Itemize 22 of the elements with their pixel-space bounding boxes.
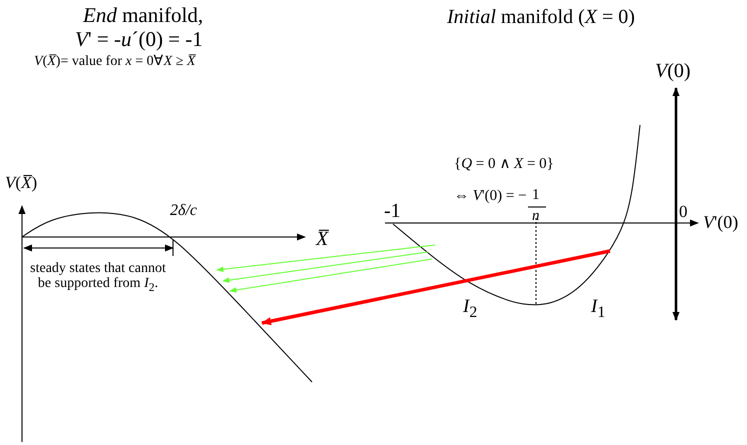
heading: Initial manifold (X = 0) bbox=[447, 6, 635, 28]
point-label: I$_{2}$ bbox=[463, 297, 478, 322]
fraction-denominator: n bbox=[532, 208, 540, 224]
arrow bbox=[222, 252, 428, 283]
heading: End manifold, bbox=[83, 4, 204, 28]
tick-label: 2δ/c bbox=[170, 202, 197, 220]
point-label: I$_{1}$ bbox=[591, 297, 606, 322]
arrow bbox=[216, 244, 436, 272]
arrow bbox=[261, 249, 610, 326]
arrow bbox=[229, 258, 432, 293]
tick-label: -1 bbox=[384, 200, 401, 222]
condition-text: {Q = 0 ∧ X = 0} bbox=[454, 156, 554, 172]
tick-label: 0 bbox=[679, 203, 688, 222]
axis-label: V(0) bbox=[655, 60, 691, 82]
axis-label: V'(0) bbox=[703, 213, 738, 233]
equation: V' = -u´(0) = -1 bbox=[75, 28, 203, 52]
definition-text: V(X̅)= value for x = 0∀X ≥ X̅ bbox=[34, 54, 196, 70]
annotation-text: steady states that cannot be supported from I$_{2}$. bbox=[29, 261, 167, 296]
equation: ⇔ V'(0) = − bbox=[454, 188, 527, 204]
fraction-numerator: 1 bbox=[532, 187, 540, 204]
axis-label: V(X̅) bbox=[5, 174, 38, 193]
axis-label: X̅ bbox=[316, 228, 328, 250]
